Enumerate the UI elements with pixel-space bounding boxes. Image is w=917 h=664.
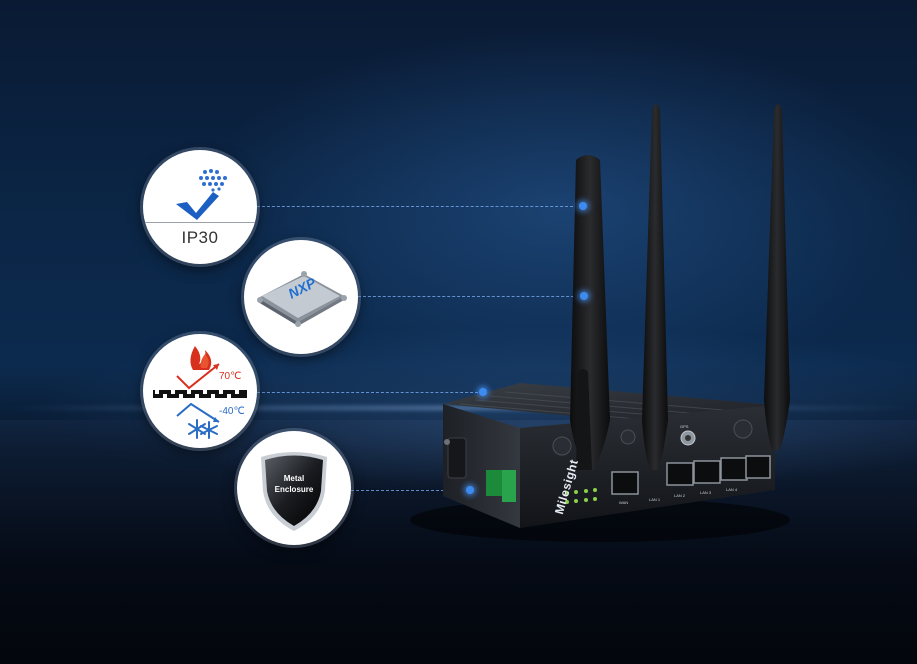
port-label-lan3: LAN 3 — [700, 490, 712, 495]
connector-nxp — [358, 296, 584, 297]
port-label-wan: WAN — [619, 500, 629, 505]
router-side-face — [443, 404, 520, 528]
antenna-base-left — [552, 436, 572, 456]
antenna-center — [642, 104, 668, 470]
ethernet-ports — [611, 455, 771, 495]
antenna-base-right — [733, 419, 753, 439]
connector-dot-temp — [479, 388, 487, 396]
connector-metal — [351, 490, 469, 491]
port-label-lan2: LAN 2 — [674, 493, 686, 498]
nxp-chip-icon — [257, 271, 347, 327]
metal-label-line1: Metal — [283, 474, 305, 483]
gps-label: GPS — [680, 424, 689, 429]
connector-dot-ip30 — [579, 202, 587, 210]
temperature-badge: 70℃ -40℃ — [143, 334, 257, 448]
ip30-badge: IP30 — [143, 150, 257, 264]
antenna-front-left — [576, 369, 592, 470]
horizon-glow — [0, 406, 917, 410]
ip30-label: IP30 — [181, 228, 219, 247]
port-label-lan4: LAN 4 — [726, 487, 738, 492]
metal-enclosure-label: Metal Enclosure — [265, 473, 323, 495]
side-screw — [444, 439, 450, 445]
status-leds — [565, 488, 597, 504]
metal-shield-icon — [261, 452, 327, 531]
ip30-protection-icon — [176, 169, 227, 220]
temperature-range-icon — [153, 346, 247, 439]
connector-dot-nxp — [580, 292, 588, 300]
antenna-right — [764, 104, 790, 450]
sim-slot — [447, 437, 467, 479]
connector-ip30 — [257, 206, 583, 207]
metal-label-line2: Enclosure — [274, 485, 314, 494]
antenna-base-mid — [620, 429, 636, 445]
metal-enclosure-badge: Metal Enclosure — [237, 431, 351, 545]
terminal-block-2 — [502, 470, 516, 502]
connector-dot-metal — [466, 486, 474, 494]
temp-low-label: -40℃ — [219, 406, 245, 417]
nxp-badge: NXP — [244, 240, 358, 354]
temp-high-label: 70℃ — [219, 371, 242, 382]
port-label-lan1: LAN 1 — [649, 497, 661, 502]
connector-temp — [257, 392, 483, 393]
ip30-divider — [143, 222, 257, 223]
